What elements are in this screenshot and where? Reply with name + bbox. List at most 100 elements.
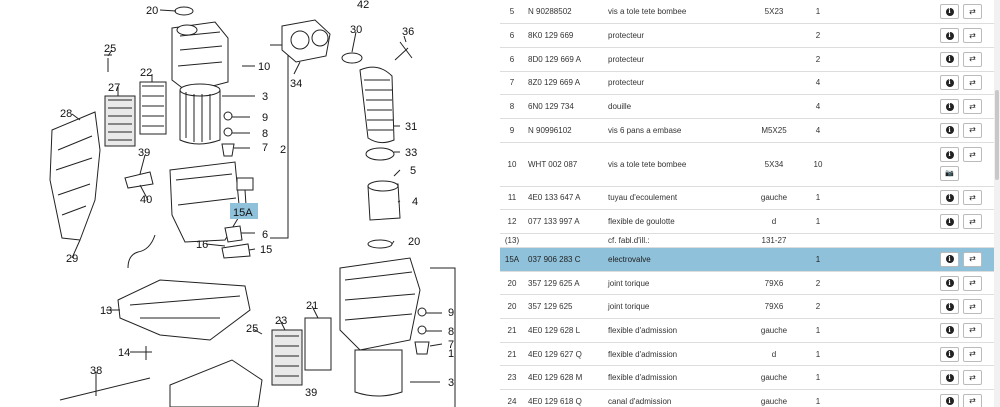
info-button[interactable]: i bbox=[940, 99, 959, 115]
cell-actions: i⇄ bbox=[926, 47, 994, 72]
cell-actions: i⇄ bbox=[926, 318, 994, 343]
swap-button[interactable]: ⇄ bbox=[963, 4, 982, 20]
cell-ref: N 90996102 bbox=[524, 118, 604, 143]
cell-pos: 7 bbox=[500, 71, 524, 96]
info-icon: i bbox=[945, 373, 954, 382]
cell-actions: i⇄ bbox=[926, 389, 994, 407]
table-row[interactable]: (13)cf. fabl.d'ill.:131-27 bbox=[500, 233, 994, 248]
info-button[interactable]: i bbox=[940, 322, 959, 338]
swap-arrows-icon: ⇄ bbox=[969, 278, 976, 288]
info-button[interactable]: i bbox=[940, 370, 959, 386]
info-button[interactable]: i bbox=[940, 147, 959, 163]
info-icon: i bbox=[945, 255, 954, 264]
swap-arrows-icon: ⇄ bbox=[969, 301, 976, 311]
cell-desc: flexible d'admission bbox=[604, 318, 748, 343]
cell-remark: gauche bbox=[748, 365, 800, 391]
cell-actions: i⇄ bbox=[926, 365, 994, 391]
info-icon: i bbox=[945, 397, 954, 406]
info-button[interactable]: i bbox=[940, 190, 959, 206]
info-button[interactable]: i bbox=[940, 51, 959, 67]
swap-button[interactable]: ⇄ bbox=[963, 99, 982, 115]
cell-pos: 20 bbox=[500, 294, 524, 320]
swap-button[interactable]: ⇄ bbox=[963, 251, 982, 267]
swap-button[interactable]: ⇄ bbox=[963, 51, 982, 67]
cell-remark: 79X6 bbox=[748, 294, 800, 320]
swap-button[interactable]: ⇄ bbox=[963, 28, 982, 44]
cell-ref: 8Z0 129 669 A bbox=[524, 71, 604, 96]
info-button[interactable]: i bbox=[940, 251, 959, 267]
callout-5: 5 bbox=[410, 165, 416, 177]
cell-desc: vis 6 pans a embase bbox=[604, 118, 748, 143]
cell-qty: 1 bbox=[800, 186, 836, 211]
swap-arrows-icon: ⇄ bbox=[969, 192, 976, 202]
cell-ref: 037 906 283 C bbox=[524, 247, 604, 272]
cell-remark: d bbox=[748, 342, 800, 367]
swap-button[interactable]: ⇄ bbox=[963, 122, 982, 138]
swap-arrows-icon: ⇄ bbox=[969, 6, 976, 16]
cell-pos: 12 bbox=[500, 209, 524, 234]
swap-button[interactable]: ⇄ bbox=[963, 275, 982, 291]
swap-button[interactable]: ⇄ bbox=[963, 393, 982, 407]
cell-desc: joint torique bbox=[604, 271, 748, 296]
info-button[interactable]: i bbox=[940, 299, 959, 315]
cell-pos: 15A bbox=[500, 247, 524, 272]
cell-note bbox=[836, 142, 926, 187]
info-button[interactable]: i bbox=[940, 393, 959, 407]
info-icon: i bbox=[945, 7, 954, 16]
info-button[interactable]: i bbox=[940, 28, 959, 44]
info-button[interactable]: i bbox=[940, 346, 959, 362]
scrollbar-track[interactable] bbox=[994, 0, 1000, 407]
cell-qty: 1 bbox=[800, 247, 836, 272]
cell-ref: 4E0 129 627 Q bbox=[524, 342, 604, 367]
cell-remark bbox=[748, 47, 800, 72]
info-icon: i bbox=[945, 302, 954, 311]
cell-desc: douille bbox=[604, 94, 748, 119]
callout-7-top: 7 bbox=[262, 142, 268, 154]
swap-button[interactable]: ⇄ bbox=[963, 190, 982, 206]
camera-icon: 📷 bbox=[945, 170, 954, 178]
swap-button[interactable]: ⇄ bbox=[963, 214, 982, 230]
info-button[interactable]: i bbox=[940, 75, 959, 91]
cell-pos: 9 bbox=[500, 118, 524, 143]
swap-button[interactable]: ⇄ bbox=[963, 322, 982, 338]
swap-arrows-icon: ⇄ bbox=[969, 254, 976, 264]
swap-button[interactable]: ⇄ bbox=[963, 299, 982, 315]
callout-7-bot: 7 bbox=[448, 339, 454, 351]
info-icon: i bbox=[945, 193, 954, 202]
info-button[interactable]: i bbox=[940, 122, 959, 138]
swap-button[interactable]: ⇄ bbox=[963, 346, 982, 362]
info-button[interactable]: i bbox=[940, 275, 959, 291]
swap-arrows-icon: ⇄ bbox=[969, 325, 976, 335]
cell-actions: i⇄ bbox=[926, 247, 994, 272]
swap-button[interactable]: ⇄ bbox=[963, 147, 982, 163]
scrollbar-thumb[interactable] bbox=[995, 90, 999, 180]
cell-actions: i⇄ bbox=[926, 23, 994, 48]
info-button[interactable]: i bbox=[940, 4, 959, 20]
cell-qty: 10 bbox=[800, 142, 836, 187]
callout-2: 2 bbox=[280, 144, 286, 156]
swap-button[interactable]: ⇄ bbox=[963, 75, 982, 91]
cell-ref: 4E0 129 628 M bbox=[524, 365, 604, 391]
photo-button[interactable]: 📷 bbox=[940, 166, 959, 182]
callout-36: 36 bbox=[402, 26, 414, 38]
swap-button[interactable]: ⇄ bbox=[963, 370, 982, 386]
info-icon: i bbox=[945, 150, 954, 159]
info-button[interactable]: i bbox=[940, 214, 959, 230]
